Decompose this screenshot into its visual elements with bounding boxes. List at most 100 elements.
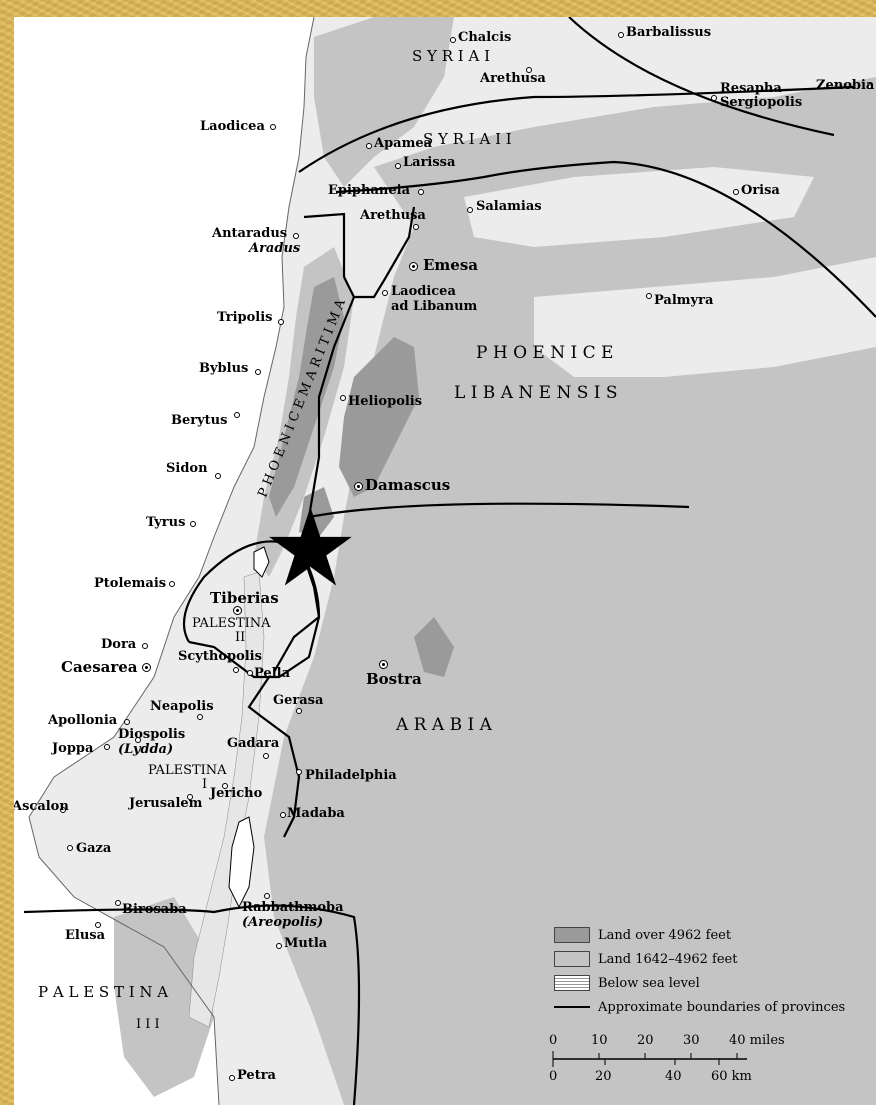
scale-km-40: 40 xyxy=(665,1069,682,1084)
label-jerusalem: Jerusalem xyxy=(129,796,203,811)
scale-mi-20: 20 xyxy=(637,1033,654,1048)
dot-rabbathmoba xyxy=(264,893,270,899)
label-palmyra: Palmyra xyxy=(654,293,714,308)
province-phoenice: P H O E N I C E xyxy=(476,343,614,363)
dot-emesa xyxy=(409,262,418,271)
legend-boundary: Approximate boundaries of provinces xyxy=(554,998,845,1016)
dot-apollonia xyxy=(124,719,130,725)
label-chalcis: Chalcis xyxy=(458,30,512,45)
label-orisa: Orisa xyxy=(741,183,780,198)
legend-mid: Land 1642–4962 feet xyxy=(554,950,737,968)
label-zenobia: Zenobia xyxy=(816,78,875,93)
label-laodicea: Laodicea xyxy=(200,119,265,134)
label-lydda: (Lydda) xyxy=(118,742,174,757)
label-areopolis: (Areopolis) xyxy=(242,915,324,930)
dot-palmyra xyxy=(646,293,652,299)
label-scythopolis: Scythopolis xyxy=(178,649,262,664)
scale-bar-graphic xyxy=(552,1051,747,1067)
scale-km-60: 60 km xyxy=(711,1069,752,1084)
province-libanensis: L I B A N E N S I S xyxy=(454,383,618,403)
dot-jericho xyxy=(222,783,228,789)
dot-ptolemais xyxy=(169,581,175,587)
map-frame: ★ S Y R I A I S Y R I A I I P H O E N I … xyxy=(14,17,876,1105)
dot-mutla xyxy=(276,943,282,949)
dot-birosaba xyxy=(115,900,121,906)
label-madaba: Madaba xyxy=(287,806,345,821)
province-boundaries xyxy=(23,17,876,1105)
dot-neapolis xyxy=(197,714,203,720)
label-diospolis: Diospolis xyxy=(118,727,186,742)
dot-diospolis xyxy=(135,737,141,743)
plain-palmyra xyxy=(534,257,876,377)
label-tyrus: Tyrus xyxy=(146,515,186,530)
label-byblus: Byblus xyxy=(199,361,249,376)
label-jericho: Jericho xyxy=(210,786,263,801)
province-palestina-ii: PALESTINA xyxy=(192,616,271,631)
label-bostra: Bostra xyxy=(366,670,422,688)
dot-scythopolis xyxy=(233,667,239,673)
label-arethusa-n: Arethusa xyxy=(480,71,546,86)
dot-laodicea xyxy=(270,124,276,130)
scale-km-0: 0 xyxy=(549,1069,558,1084)
label-berytus: Berytus xyxy=(171,413,228,428)
dot-larissa xyxy=(395,163,401,169)
dot-byblus xyxy=(255,369,261,375)
dot-pella xyxy=(247,670,253,676)
dot-dora xyxy=(142,643,148,649)
land-high-east xyxy=(414,617,454,677)
legend-below: Below sea level xyxy=(554,974,700,992)
label-joppa: Joppa xyxy=(52,741,94,756)
scale-mi-10: 10 xyxy=(591,1033,608,1048)
label-aradus: Aradus xyxy=(249,241,301,256)
province-syria-ii: S Y R I A I I xyxy=(423,130,512,148)
label-emesa: Emesa xyxy=(423,256,479,274)
scale-mi-0: 0 xyxy=(549,1033,558,1048)
label-laodicea-lib-b: ad Libanum xyxy=(391,299,478,314)
label-philadelphia: Philadelphia xyxy=(305,768,397,783)
dot-arethusa-n xyxy=(526,67,532,73)
dot-resapha xyxy=(711,95,717,101)
label-laodicea-lib-a: Laodicea xyxy=(391,284,456,299)
label-barbalissus: Barbalissus xyxy=(626,25,712,40)
label-larissa: Larissa xyxy=(403,155,456,170)
land-mid-south xyxy=(114,897,214,1097)
dot-philadelphia xyxy=(296,769,302,775)
legend-swatch-boundary xyxy=(554,1006,590,1008)
dot-elusa xyxy=(95,922,101,928)
dot-petra xyxy=(229,1075,235,1081)
legend-mid-label: Land 1642–4962 feet xyxy=(598,951,738,967)
dot-arethusa xyxy=(413,224,419,230)
label-epiphaneia: Epiphaneia xyxy=(328,183,410,198)
province-palestina-iii-num: I I I xyxy=(136,1017,160,1032)
land-high-lebanon xyxy=(269,277,344,517)
label-apamea: Apamea xyxy=(374,136,433,151)
dot-antaradus xyxy=(293,233,299,239)
dot-zenobia xyxy=(867,83,873,89)
dot-orisa xyxy=(733,189,739,195)
province-palestina-iii: P A L E S T I N A xyxy=(38,983,169,1001)
label-apollonia: Apollonia xyxy=(48,713,118,728)
land-high-antilebanon xyxy=(339,337,419,497)
star-marker: ★ xyxy=(262,486,359,611)
province-palestina-ii-num: II xyxy=(235,630,246,645)
dot-jerusalem xyxy=(187,794,193,800)
dot-gerasa xyxy=(296,708,302,714)
label-heliopolis: Heliopolis xyxy=(348,394,423,409)
label-gerasa: Gerasa xyxy=(273,693,324,708)
province-palestina-i-num: I xyxy=(202,777,208,792)
label-ascalon: Ascalon xyxy=(14,799,69,814)
dot-barbalissus xyxy=(618,32,624,38)
terrain-map xyxy=(23,17,876,1105)
legend-below-label: Below sea level xyxy=(598,975,700,991)
dot-berytus xyxy=(234,412,240,418)
label-elusa: Elusa xyxy=(65,928,106,943)
dot-tyrus xyxy=(190,521,196,527)
dot-caesarea xyxy=(142,663,151,672)
dot-tiberias xyxy=(233,606,242,615)
dot-tripolis xyxy=(278,319,284,325)
label-caesarea: Caesarea xyxy=(61,658,138,676)
label-mutla: Mutla xyxy=(284,936,328,951)
label-resapha: Resapha xyxy=(720,81,782,96)
label-petra: Petra xyxy=(237,1068,276,1083)
label-damascus: Damascus xyxy=(365,476,451,494)
